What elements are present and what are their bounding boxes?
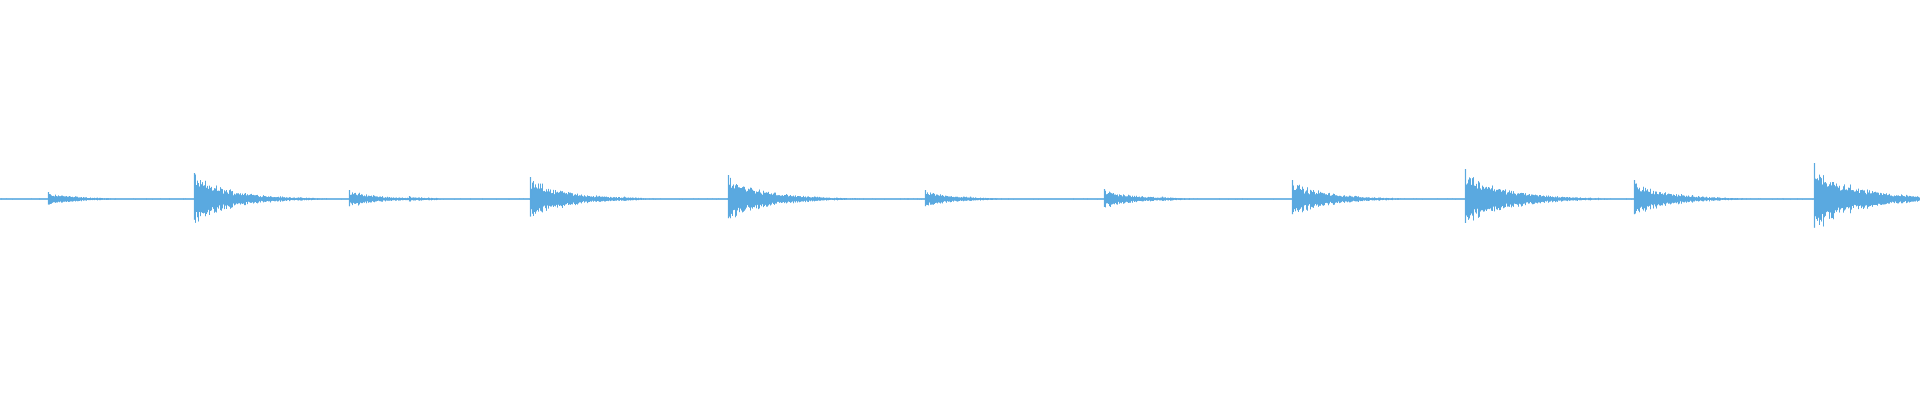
waveform-samples	[0, 166, 1920, 227]
